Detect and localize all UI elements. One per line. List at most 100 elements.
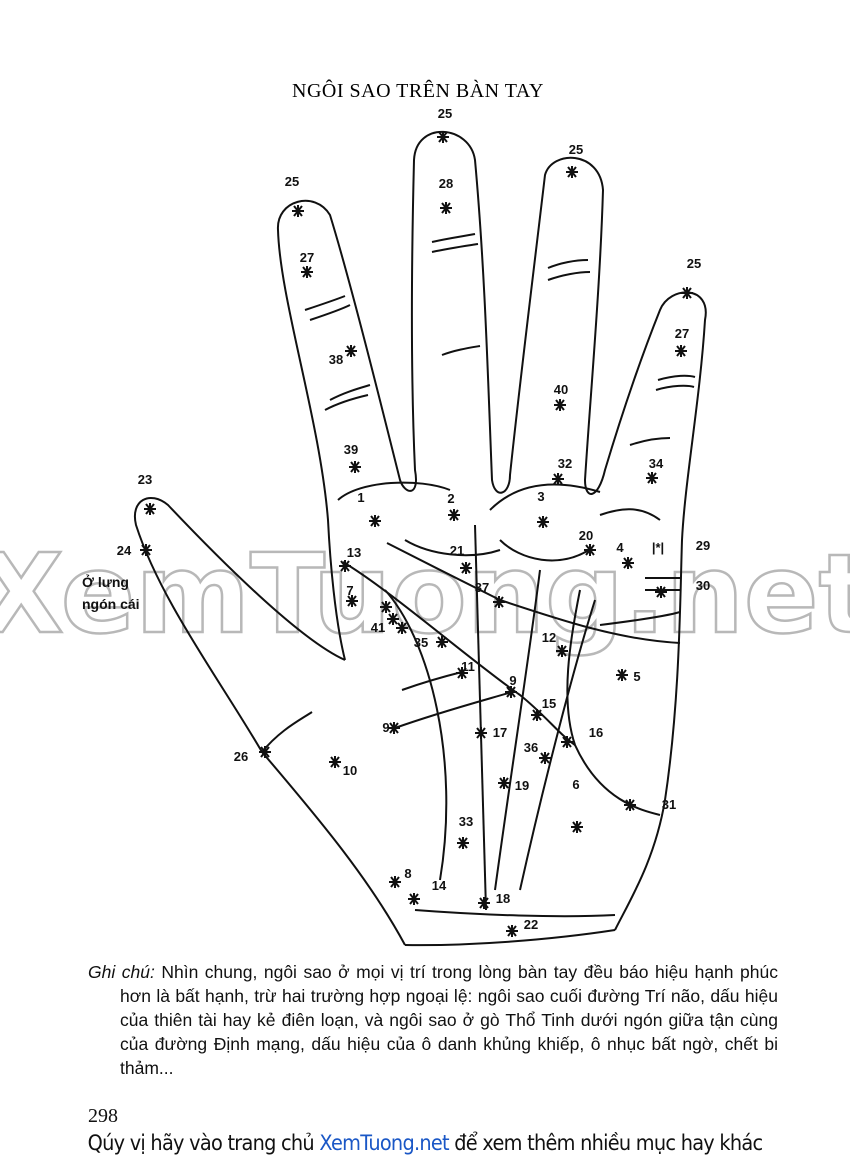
star-marker-icon	[537, 516, 549, 528]
star-marker-icon	[389, 876, 401, 888]
star-marker-icon	[655, 586, 667, 598]
star-marker-icon	[144, 503, 156, 515]
star-marker-icon	[140, 544, 152, 556]
note-text: Nhìn chung, ngôi sao ở mọi vị trí trong …	[120, 962, 778, 1078]
footer-before: Qúy vị hãy vào trang chủ	[87, 1131, 320, 1155]
star-label: 9	[382, 720, 389, 735]
star-marker-icon	[448, 509, 460, 521]
star-label: 13	[347, 545, 361, 560]
star-marker-icon	[369, 515, 381, 527]
star-label: 27	[675, 326, 689, 341]
star-label: 15	[542, 696, 556, 711]
star-marker-icon	[539, 752, 551, 764]
star-label: 35	[414, 635, 428, 650]
star-marker-icon	[681, 287, 693, 299]
star-label: 25	[285, 174, 299, 189]
star-label: 14	[432, 878, 447, 893]
star-label: 11	[461, 659, 475, 674]
page-number: 298	[88, 1105, 118, 1127]
star-marker-icon	[646, 472, 658, 484]
star-label: 7	[346, 583, 353, 598]
star-marker-icon	[478, 897, 490, 909]
star-label: 9	[509, 673, 516, 688]
star-marker-icon	[339, 560, 351, 572]
star-label: 30	[696, 578, 710, 593]
star-label: 28	[439, 176, 453, 191]
star-marker-icon	[329, 756, 341, 768]
star-label: 12	[542, 630, 556, 645]
star-label: 38	[329, 352, 343, 367]
star-label: 3	[537, 489, 544, 504]
star-marker-icon	[460, 562, 472, 574]
star-label: 23	[138, 472, 152, 487]
star-label: 27	[300, 250, 314, 265]
star-label: 18	[496, 891, 510, 906]
star-label: 21	[450, 543, 464, 558]
footnote: Ghi chú: Nhìn chung, ngôi sao ở mọi vị t…	[88, 960, 778, 1080]
star-label: 40	[554, 382, 568, 397]
star-marker-icon	[566, 166, 578, 178]
star-marker-icon	[396, 622, 408, 634]
star-label: |*|	[652, 540, 664, 555]
star-marker-icon	[498, 777, 510, 789]
star-label: 39	[344, 442, 358, 457]
footer-site-link[interactable]: XemTuong.net	[319, 1131, 449, 1155]
palm-star-diagram: NGÔI SAO TRÊN BÀN TAY XemTuong.net 25252…	[0, 78, 850, 947]
star-label: 2	[447, 491, 454, 506]
star-marker-icon	[345, 345, 357, 357]
star-label: 41	[371, 620, 385, 635]
star-label: 29	[696, 538, 710, 553]
star-label: 6	[572, 777, 579, 792]
star-marker-icon	[408, 893, 420, 905]
star-label: 4	[616, 540, 624, 555]
star-marker-icon	[259, 746, 271, 758]
star-label: 20	[579, 528, 593, 543]
star-marker-icon	[475, 727, 487, 739]
star-marker-icon	[624, 799, 636, 811]
star-marker-icon	[349, 461, 361, 473]
hand-outline	[133, 130, 707, 947]
star-label: 22	[524, 917, 538, 932]
star-marker-icon	[554, 399, 566, 411]
star-marker-icon	[584, 544, 596, 556]
star-marker-icon	[493, 596, 505, 608]
star-label: 25	[569, 142, 583, 157]
star-label: 17	[493, 725, 507, 740]
star-label: 25	[438, 106, 452, 121]
thumb-back-label-line2: ngón cái	[82, 596, 140, 612]
star-marker-icon	[552, 473, 564, 485]
star-markers	[140, 131, 693, 937]
star-marker-icon	[675, 345, 687, 357]
star-marker-icon	[292, 205, 304, 217]
diagram-title: NGÔI SAO TRÊN BÀN TAY	[292, 78, 544, 102]
star-marker-icon	[531, 709, 543, 721]
star-marker-icon	[380, 601, 392, 613]
star-marker-icon	[387, 613, 399, 625]
star-marker-icon	[622, 557, 634, 569]
star-label: 8	[404, 866, 411, 881]
star-marker-icon	[556, 645, 568, 657]
star-label: 31	[662, 797, 676, 812]
star-label: 19	[515, 778, 529, 793]
star-label: 34	[649, 456, 664, 471]
star-label: 33	[459, 814, 473, 829]
star-marker-icon	[437, 131, 449, 143]
footer-after: để xem thêm nhiều mục hay khác	[448, 1131, 763, 1155]
thumb-back-label-line1: Ở lưng	[82, 573, 129, 590]
star-marker-icon	[571, 821, 583, 833]
footer-banner: Qúy vị hãy vào trang chủ XemTuong.net để…	[34, 1131, 816, 1155]
star-marker-icon	[561, 736, 573, 748]
note-prefix: Ghi chú:	[88, 962, 155, 982]
star-marker-icon	[506, 925, 518, 937]
star-label: 25	[687, 256, 701, 271]
star-label: 26	[234, 749, 248, 764]
star-marker-icon	[388, 722, 400, 734]
star-marker-icon	[346, 595, 358, 607]
star-marker-icon	[457, 837, 469, 849]
star-marker-icon	[456, 667, 468, 679]
star-marker-icon	[301, 266, 313, 278]
star-label: 5	[633, 669, 640, 684]
star-label: 10	[343, 763, 357, 778]
